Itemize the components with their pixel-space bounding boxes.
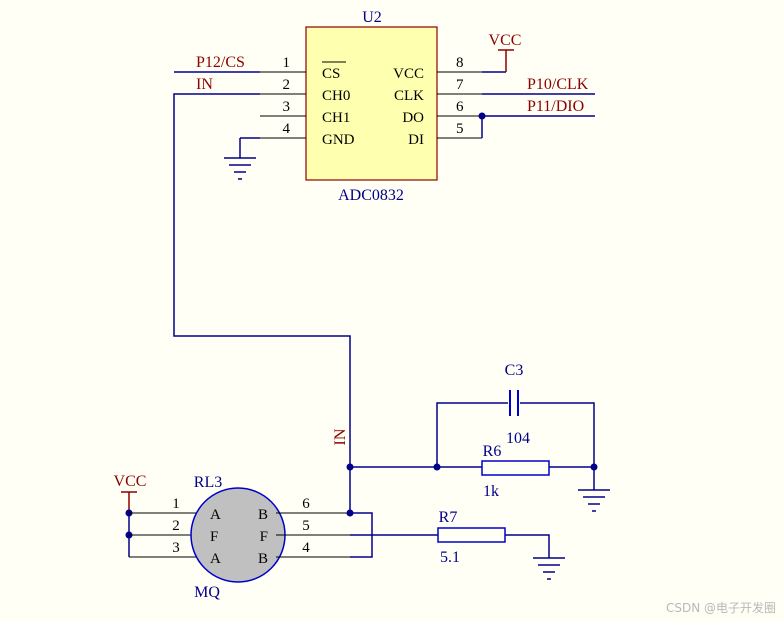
- rl3-pin5-name: F: [260, 529, 268, 545]
- u2-body: [305, 26, 438, 181]
- u2-designator: U2: [362, 9, 382, 26]
- net-label-p11-dio: P11/DIO: [527, 98, 584, 115]
- ground-symbol-r6: [578, 467, 610, 512]
- wire-r7-to-gnd: [505, 534, 550, 558]
- u2-pin8-number: 8: [456, 55, 464, 71]
- r6-designator: R6: [483, 443, 502, 460]
- wire-in-net: [173, 93, 351, 513]
- r7-designator: R7: [439, 509, 458, 526]
- rl3-pin4-number: 4: [302, 540, 310, 556]
- u2-part-name: ADC0832: [338, 187, 404, 204]
- rl3-pin4-name: B: [258, 551, 268, 567]
- u2-pin5-number: 5: [456, 121, 464, 137]
- u2-pin5-name: DI: [408, 132, 424, 148]
- ground-symbol-r7: [533, 557, 565, 580]
- u2-pin6-name: DO: [402, 110, 424, 126]
- rl3-designator: RL3: [194, 474, 222, 491]
- c3-designator: C3: [505, 362, 524, 379]
- rl3-sensor-body: [190, 487, 286, 583]
- wire-c3-right: [520, 402, 595, 467]
- u2-pin1-number: 1: [283, 55, 291, 71]
- wire-c3-left: [436, 402, 508, 467]
- vcc-symbol-top: [498, 49, 514, 72]
- u2-adc0832: U2 ADC0832 1 2 3 4 CS CH0 CH1 GND 8 7 6 …: [260, 9, 482, 204]
- u2-pin3-number: 3: [283, 99, 291, 115]
- r7-value: 5.1: [440, 549, 460, 566]
- net-label-p12-cs: P12/CS: [196, 54, 245, 71]
- watermark: CSDN @电子开发圈: [665, 601, 776, 615]
- ground-symbol-u2: [224, 138, 256, 180]
- net-label-vcc-top: VCC: [489, 32, 522, 49]
- net-label-in-top: IN: [196, 76, 213, 93]
- net-label-vcc-bottom: VCC: [114, 473, 147, 490]
- c3-value: 104: [506, 430, 530, 447]
- junction-do-di: [478, 112, 486, 120]
- u2-pin7-name: CLK: [394, 88, 424, 104]
- r7-resistor: [437, 527, 506, 543]
- u2-pin4-number: 4: [283, 121, 291, 137]
- rl3-pin1-number: 1: [172, 496, 180, 512]
- rl3-pin2-name: F: [210, 529, 218, 545]
- c3-capacitor: [509, 390, 519, 416]
- rl3-pin6-number: 6: [302, 496, 310, 512]
- u2-pin4-name: GND: [322, 132, 355, 148]
- u2-pin2-number: 2: [283, 77, 291, 93]
- junction-in-r6: [346, 463, 354, 471]
- rl3-pin5-number: 5: [302, 518, 310, 534]
- u2-pin8-name: VCC: [393, 66, 424, 82]
- rl3-pin3-number: 3: [172, 540, 180, 556]
- r6-value: 1k: [483, 483, 499, 500]
- u2-pin2-name: CH0: [322, 88, 350, 104]
- rl3-pin3-name: A: [210, 551, 221, 567]
- rl3-pin6-name: B: [258, 507, 268, 523]
- net-label-p10-clk: P10/CLK: [527, 76, 589, 93]
- u2-pin6-number: 6: [456, 99, 464, 115]
- net-label-in-vertical: IN: [332, 428, 349, 445]
- rl3-pin2-number: 2: [172, 518, 180, 534]
- r6-resistor: [481, 460, 550, 476]
- u2-pin3-name: CH1: [322, 110, 350, 126]
- u2-pin1-name: CS: [322, 66, 340, 82]
- rl3-pin1-name: A: [210, 507, 221, 523]
- u2-pin7-number: 7: [456, 77, 464, 93]
- rl3-part-name: MQ: [194, 584, 220, 601]
